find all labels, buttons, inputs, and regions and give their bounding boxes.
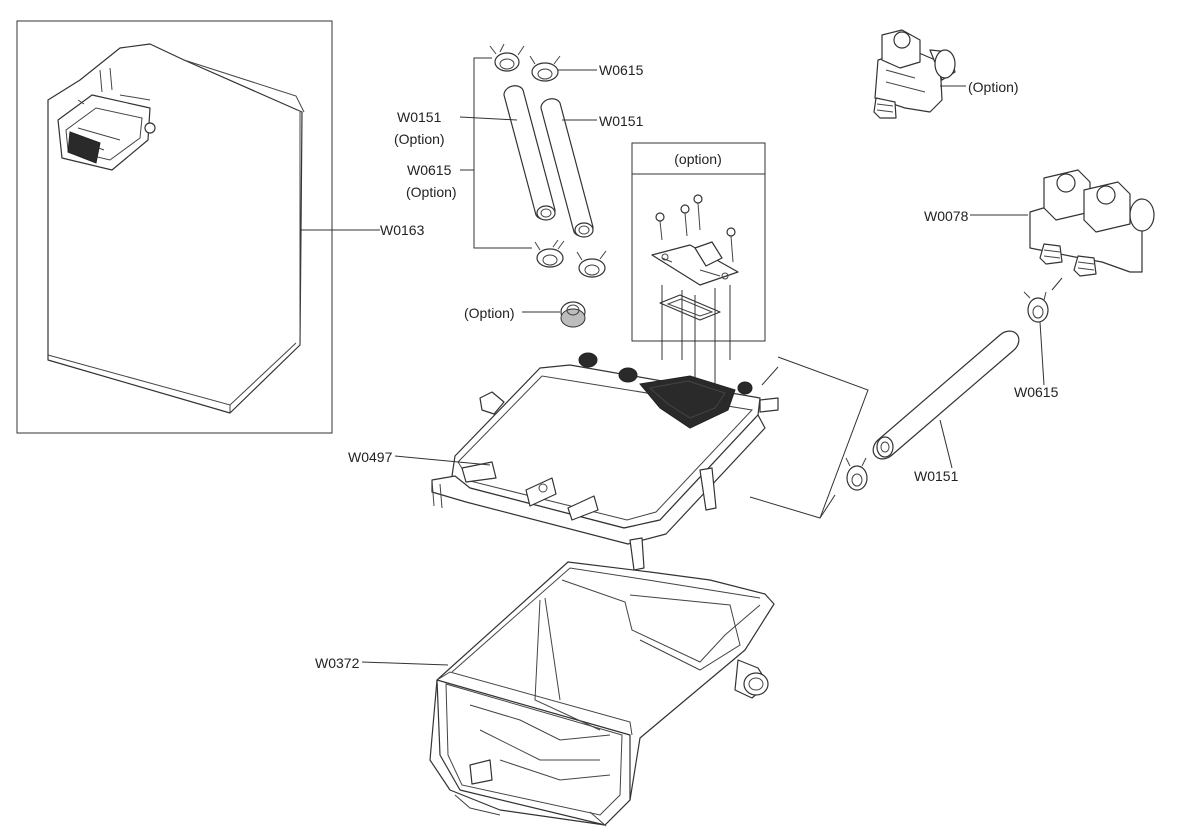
hose-group-right: W0615 W0151 (761, 277, 1063, 519)
clamp-top-right (529, 55, 561, 82)
optional-cap: (Option) (464, 301, 586, 328)
screws (655, 194, 736, 263)
screw-icon (680, 204, 690, 237)
screw-icon (693, 194, 703, 231)
hose-group-top: W0615 W0151 (529, 55, 644, 278)
double-valve-w0078: W0078 (924, 169, 1155, 277)
label-option-box-title: (option) (674, 151, 721, 167)
sensor-gasket (659, 294, 721, 321)
cover-w0497: W0497 (348, 352, 869, 571)
label-w0615-top: W0615 (599, 62, 644, 78)
drawer-housing-w0372: W0372 (315, 561, 775, 827)
optional-sensor-box: (option) (631, 142, 766, 390)
label-w0615-option-note: (Option) (406, 184, 457, 200)
label-w0151-option-code: W0151 (397, 109, 442, 125)
valve-double-outlet-2 (1073, 255, 1097, 277)
label-w0615-right: W0615 (1014, 384, 1059, 400)
label-w0151-right: W0151 (914, 468, 959, 484)
label-w0163: W0163 (380, 222, 425, 238)
option-box-frame (631, 142, 766, 342)
cover-inlet-opening (639, 375, 736, 429)
clamp-right-upper (1023, 291, 1049, 323)
clamp-top-left (489, 43, 525, 72)
valve-double-outlet-1 (1039, 243, 1063, 265)
label-valve-single-option: (Option) (968, 79, 1019, 95)
clamp-bottom-right (576, 250, 607, 278)
cover-inlet-pipes (578, 352, 779, 413)
valve-single-outlet (873, 97, 897, 119)
screw-icon (655, 212, 665, 241)
hose-right (540, 98, 594, 238)
label-w0151-top: W0151 (599, 113, 644, 129)
drawer-outlet-port (734, 659, 769, 699)
hose-lower-right (872, 330, 1020, 460)
label-option-cap: (Option) (464, 305, 515, 321)
clamp-right-lower (845, 457, 868, 491)
label-w0078: W0078 (924, 208, 969, 224)
hose-left (503, 85, 556, 221)
hose-group-left: W0151 (Option) W0615 (Option) (394, 43, 565, 268)
clamp-bottom-left (534, 239, 565, 268)
inset-frame (16, 20, 333, 434)
screw-icon (726, 227, 736, 263)
label-w0497: W0497 (348, 449, 393, 465)
cabinet-overview-inset: W0163 (16, 20, 425, 434)
single-valve-option: (Option) (873, 29, 1019, 119)
label-w0151-option-note: (Option) (394, 131, 445, 147)
label-w0615-option-code: W0615 (407, 162, 452, 178)
sensor-bracket (651, 241, 739, 286)
label-w0372: W0372 (315, 655, 360, 671)
inset-drawer-assembly (57, 67, 156, 171)
